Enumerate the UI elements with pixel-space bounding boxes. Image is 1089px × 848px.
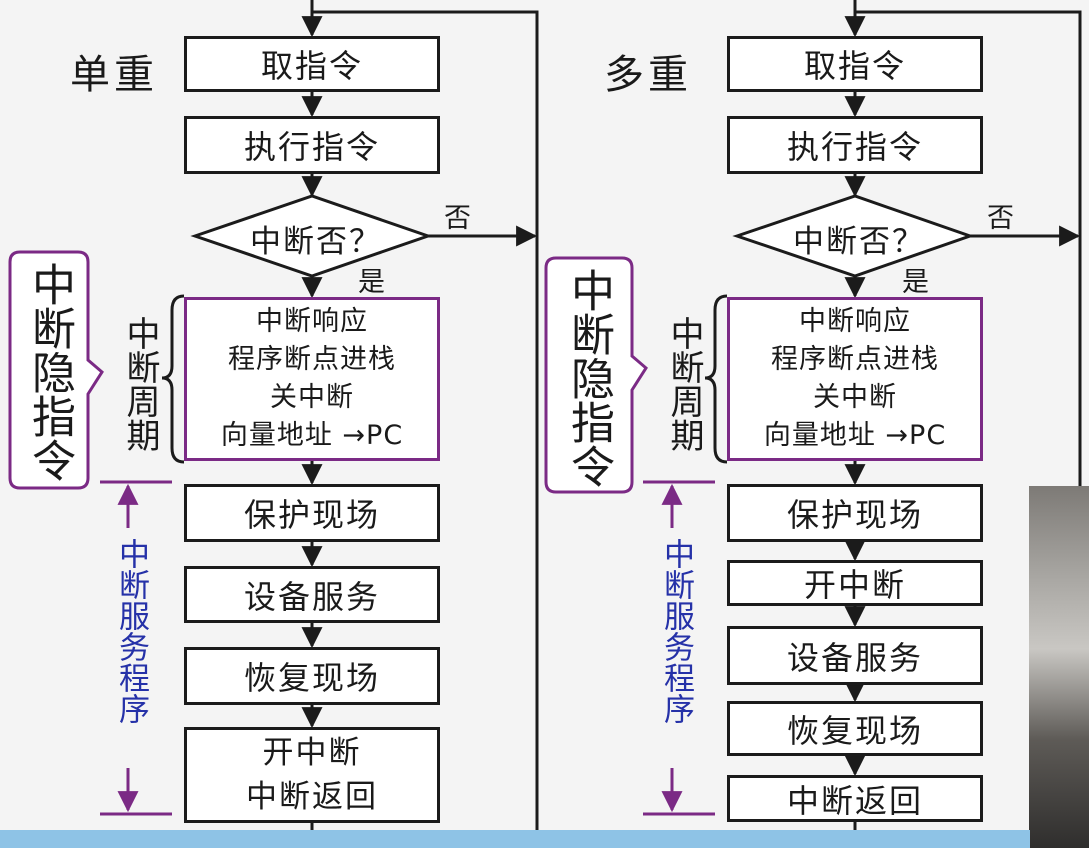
multiple-save-context-box: 保护现场: [727, 484, 983, 542]
single-service-markers: [100, 480, 172, 816]
multiple-enable-interrupt-box: 开中断: [727, 560, 983, 606]
single-fetch-instruction-box: 取指令: [184, 36, 440, 92]
single-cycle-brace: [161, 294, 185, 464]
cycle-line: 中断响应: [256, 306, 368, 337]
multiple-bubble-text: 中断隐指令: [563, 268, 614, 488]
multiple-yes-label: 是: [902, 267, 929, 298]
single-save-context-box: 保护现场: [184, 484, 440, 542]
multiple-service-label: 中断服务程序: [658, 538, 694, 724]
single-decision-text: 中断否？: [250, 224, 382, 260]
single-service-label: 中断服务程序: [113, 538, 149, 724]
enable-interrupt-text: 开中断: [262, 735, 362, 771]
multiple-restore-context-box: 恢复现场: [727, 701, 983, 756]
single-restore-context-box: 恢复现场: [184, 647, 440, 705]
single-device-service-box: 设备服务: [184, 566, 440, 623]
single-no-label: 否: [444, 203, 471, 234]
single-bubble-text: 中断隐指令: [24, 262, 75, 482]
multiple-cycle-brace: [704, 294, 728, 464]
single-cycle-label: 中断周期: [120, 316, 160, 452]
multiple-decision-text: 中断否？: [793, 224, 925, 260]
single-title: 单重: [70, 52, 158, 98]
cycle-line: 程序断点进栈: [228, 344, 396, 375]
presenter-video-inset: [1029, 486, 1089, 848]
multiple-title: 多重: [604, 52, 692, 98]
interrupt-return-text: 中断返回: [246, 779, 378, 815]
multiple-service-markers: [643, 480, 715, 816]
cycle-line: 程序断点进栈: [771, 344, 939, 375]
cycle-line: 中断响应: [799, 306, 911, 337]
cycle-line: 向量地址 →PC: [220, 420, 404, 451]
single-bubble-shape: [8, 250, 104, 490]
cycle-line: 关中断: [270, 382, 354, 413]
multiple-execute-instruction-box: 执行指令: [727, 116, 983, 174]
single-yes-label: 是: [358, 267, 385, 298]
cycle-line: 向量地址 →PC: [763, 420, 947, 451]
single-enable-return-box: 开中断 中断返回: [184, 727, 440, 823]
single-execute-instruction-box: 执行指令: [184, 116, 440, 174]
multiple-interrupt-cycle-box: 中断响应 程序断点进栈 关中断 向量地址 →PC: [727, 297, 983, 461]
multiple-cycle-label: 中断周期: [664, 316, 704, 452]
cycle-line: 关中断: [813, 382, 897, 413]
single-interrupt-cycle-box: 中断响应 程序断点进栈 关中断 向量地址 →PC: [184, 297, 440, 461]
multiple-interrupt-return-box: 中断返回: [727, 775, 983, 822]
multiple-bubble-shape: [544, 256, 648, 494]
multiple-fetch-instruction-box: 取指令: [727, 36, 983, 92]
multiple-no-label: 否: [987, 203, 1014, 234]
bottom-color-strip: [0, 830, 1030, 848]
multiple-device-service-box: 设备服务: [727, 626, 983, 685]
